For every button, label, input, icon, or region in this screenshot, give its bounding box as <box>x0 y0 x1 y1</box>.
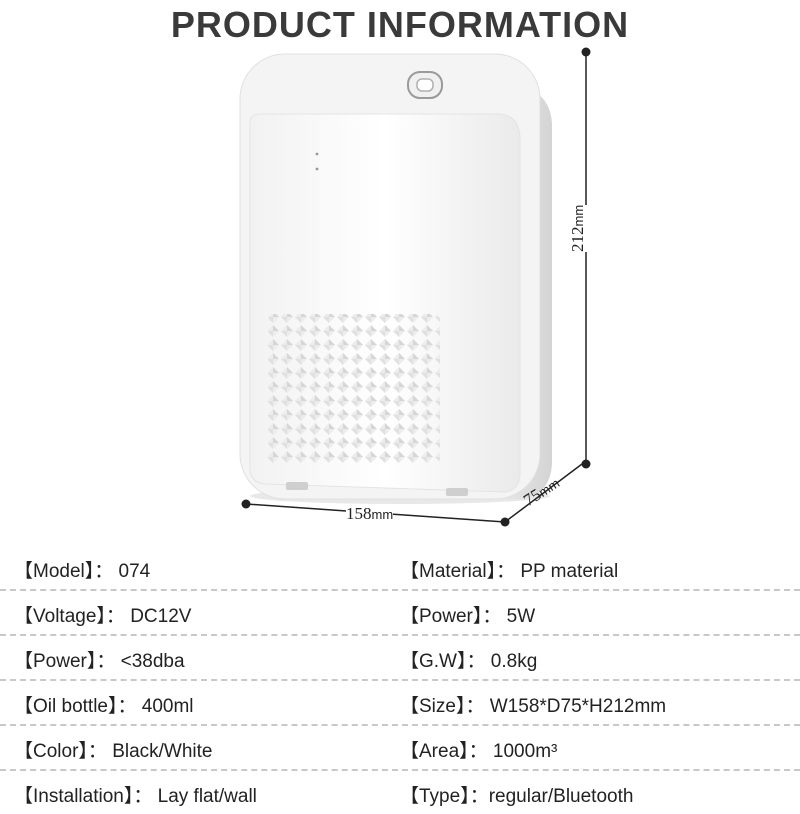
product-illustration <box>239 47 591 527</box>
spec-item: 【Size】： W158*D75*H212mm <box>400 696 667 717</box>
height-dimension-label: 212mm <box>568 204 588 252</box>
product-foot <box>286 482 308 490</box>
spec-item: 【Type】：regular/Bluetooth <box>400 786 634 807</box>
spec-row: 【Voltage】： DC12V 【Power】： 5W <box>0 591 800 636</box>
spec-row: 【Oil bottle】： 400ml 【Size】： W158*D75*H21… <box>0 681 800 726</box>
spec-row: 【Model】： 074 【Material】： PP material <box>0 546 800 591</box>
top-button-icon <box>407 71 443 99</box>
width-dimension-label: 158mm <box>346 504 394 524</box>
spec-item: 【Installation】： Lay flat/wall <box>14 786 257 807</box>
depth-dimension-line <box>504 463 583 523</box>
spec-item: 【Oil bottle】： 400ml <box>14 696 194 717</box>
spec-item: 【Power】： 5W <box>400 606 536 627</box>
indicator-light-icon <box>315 167 319 171</box>
spec-item: 【Voltage】： DC12V <box>14 606 192 627</box>
spec-item: 【Color】： Black/White <box>14 741 213 762</box>
spec-item: 【Material】： PP material <box>400 561 619 582</box>
spec-table: 【Model】： 074 【Material】： PP material 【Vo… <box>0 546 800 814</box>
product-image-area: 158mm 212mm 75mm <box>0 44 800 544</box>
spec-item: 【Area】： 1000m³ <box>400 741 558 762</box>
spec-row: 【Installation】： Lay flat/wall 【Type】：reg… <box>0 771 800 814</box>
spec-row: 【Color】： Black/White 【Area】： 1000m³ <box>0 726 800 771</box>
indicator-light-icon <box>315 152 319 156</box>
spec-item: 【Power】： <38dba <box>14 651 185 672</box>
spec-item: 【G.W】： 0.8kg <box>400 651 538 672</box>
page-title: PRODUCT INFORMATION <box>170 4 630 45</box>
vent-grille <box>268 314 440 464</box>
spec-row: 【Power】： <38dba 【G.W】： 0.8kg <box>0 636 800 681</box>
product-foot <box>446 488 468 496</box>
height-dimension-line <box>581 47 591 469</box>
spec-item: 【Model】： 074 <box>14 561 151 582</box>
